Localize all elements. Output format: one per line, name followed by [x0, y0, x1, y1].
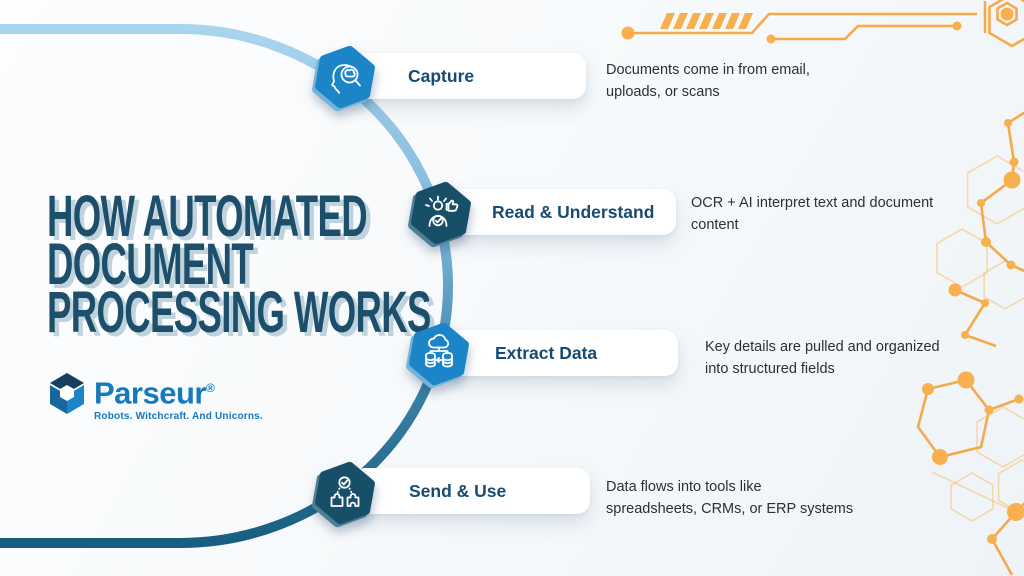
parseur-logo: Parseur® Robots. Witchcraft. And Unicorn… [47, 371, 263, 422]
step-label: Capture [408, 66, 475, 86]
step-badge [311, 458, 379, 528]
logo-wordmark: Parseur® [94, 375, 215, 411]
step-badge [311, 42, 379, 112]
step-label: Extract Data [495, 343, 598, 363]
step-label: Read & Understand [492, 202, 655, 222]
step-badge [407, 178, 475, 248]
title-block: HOW AUTOMATED DOCUMENT PROCESSING WORKS [47, 184, 656, 345]
registered-mark: ® [205, 381, 215, 395]
step-label: Send & Use [409, 481, 507, 501]
puzzle-check-icon [330, 476, 360, 507]
title-line-3: PROCESSING WORKS [47, 280, 431, 345]
step-card: Capture [352, 53, 586, 99]
title-line-1: HOW AUTOMATED [47, 184, 368, 249]
step-badge [405, 319, 473, 389]
step-description: Documents come in from email, uploads, o… [606, 62, 810, 100]
cloud-database-icon [425, 334, 453, 368]
step-card: Extract Data [446, 330, 678, 376]
parseur-logo-cube-icon [50, 373, 84, 414]
step-card: Read & Understand [448, 189, 676, 235]
page-title: HOW AUTOMATED DOCUMENT PROCESSING WORKS [47, 184, 431, 345]
person-approve-icon [425, 195, 459, 227]
title-line-2: DOCUMENT [47, 232, 254, 297]
logo-tagline: Robots. Witchcraft. And Unicorns. [94, 411, 263, 423]
step-card: Send & Use [352, 468, 590, 514]
head-magnifier-icon [331, 64, 361, 94]
step-description: Data flows into tools like spreadsheets,… [606, 479, 854, 517]
step-description: OCR + AI interpret text and document con… [691, 195, 934, 233]
step-description: Key details are pulled and organized int… [705, 339, 940, 377]
